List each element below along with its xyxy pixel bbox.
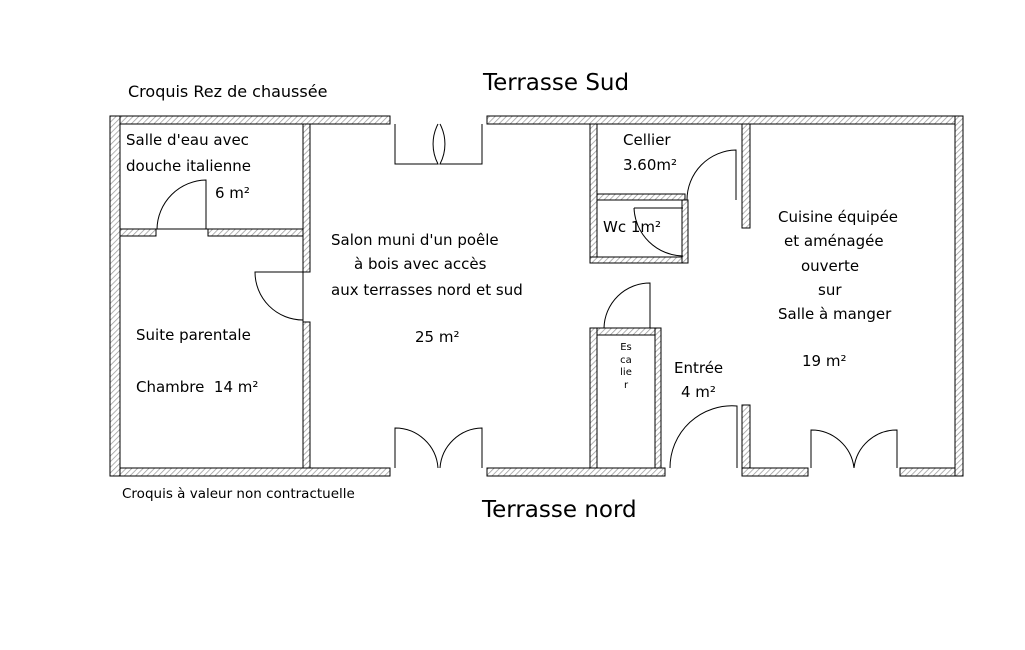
- suite-label: Suite parentale: [136, 326, 251, 344]
- wall-bottom-right: [899, 467, 964, 477]
- kitchen-label-5: Salle à manger: [778, 305, 892, 323]
- wall-left: [109, 115, 121, 477]
- entree-area: 4 m²: [681, 383, 716, 401]
- wall-stair-left: [589, 327, 598, 469]
- wall-left-salon-a: [302, 123, 311, 273]
- wall-top-right: [486, 115, 964, 125]
- wall-bottom-mid2: [741, 467, 809, 477]
- bath-label-1: Salle d'eau avec: [126, 131, 249, 149]
- wall-cellier-side: [741, 123, 751, 229]
- plan-title: Croquis Rez de chaussée: [128, 82, 328, 101]
- kitchen-label-3: ouverte: [801, 257, 860, 275]
- wall-top-left: [109, 115, 391, 125]
- wall-bottom-left: [109, 467, 391, 477]
- disclaimer: Croquis à valeur non contractuelle: [122, 486, 355, 502]
- kitchen-label-1: Cuisine équipée: [778, 208, 899, 226]
- salon-label-2: à bois avec accès: [354, 255, 487, 273]
- bath-label-2: douche italienne: [126, 157, 252, 175]
- door-bath: [156, 179, 208, 230]
- wall-left-salon-b: [302, 321, 311, 469]
- entree-label: Entrée: [674, 359, 724, 377]
- wall-stair-right: [654, 327, 662, 469]
- door-salon-south: [394, 123, 483, 165]
- door-cellier: [686, 149, 737, 201]
- wall-entree-kitchen: [741, 404, 751, 469]
- wall-bath-suite-b: [207, 228, 304, 237]
- door-wc: [633, 207, 684, 257]
- wall-wc-bottom: [589, 256, 689, 264]
- cellier-label: Cellier: [623, 131, 671, 149]
- wall-bath-suite-a: [119, 228, 157, 237]
- cellier-area: 3.60m²: [623, 156, 678, 174]
- wall-right: [954, 115, 964, 477]
- door-kitchen: [810, 429, 898, 469]
- kitchen-area: 19 m²: [802, 352, 847, 370]
- kitchen-label-2: et aménagée: [784, 232, 884, 250]
- wall-salon-right-a: [589, 123, 598, 263]
- door-salon-north: [394, 427, 483, 469]
- salon-label-1: Salon muni d'un poêle: [331, 231, 499, 249]
- door-stair: [603, 282, 651, 329]
- wc-label: Wc 1m²: [603, 218, 662, 236]
- bath-area: 6 m²: [215, 184, 250, 202]
- north-terrace-label: Terrasse nord: [482, 497, 637, 523]
- wall-stair-top: [589, 327, 661, 336]
- wall-cellier-wc: [596, 193, 686, 201]
- door-entree: [669, 405, 738, 469]
- wall-wc-right: [681, 199, 689, 264]
- south-terrace-label: Terrasse Sud: [483, 70, 630, 96]
- salon-area: 25 m²: [415, 328, 460, 346]
- kitchen-label-4: sur: [818, 281, 842, 299]
- stair-label: Escalier: [620, 342, 632, 391]
- salon-label-3: aux terrasses nord et sud: [331, 281, 523, 299]
- door-suite: [254, 271, 304, 322]
- suite-area: Chambre 14 m²: [136, 378, 259, 396]
- wall-bottom-mid: [486, 467, 666, 477]
